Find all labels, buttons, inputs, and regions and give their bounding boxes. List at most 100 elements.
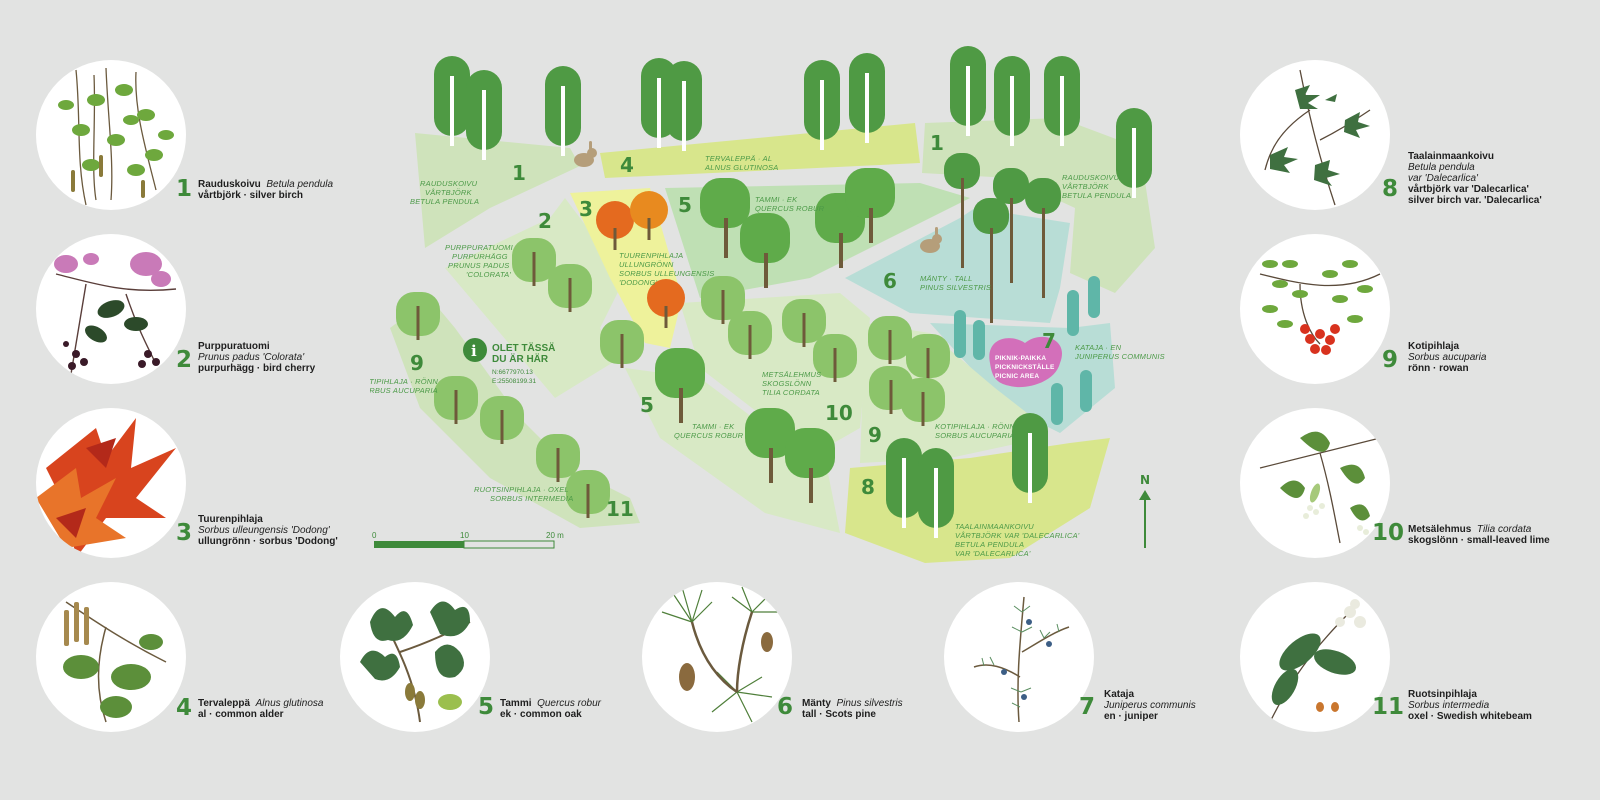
map-label: BETULA PENDULA bbox=[955, 540, 1024, 549]
species-common: skogslönn · small-leaved lime bbox=[1408, 535, 1550, 546]
scale-label: 0 bbox=[372, 531, 377, 540]
species-number: 5 bbox=[478, 694, 495, 720]
area-number: 8 bbox=[861, 475, 875, 499]
species-card-9: 9 Kotipihlaja Sorbus aucuparia rönn · ro… bbox=[1240, 234, 1540, 394]
species-text: Taalainmaankoivu Betula pendula var 'Dal… bbox=[1408, 151, 1542, 206]
species-latin: Alnus glutinosa bbox=[255, 698, 324, 709]
area-number: 5 bbox=[640, 393, 654, 417]
map-label: METSÄLEHMUS bbox=[762, 370, 821, 379]
map-label: VÅRTBJÖRK bbox=[1062, 182, 1109, 191]
species-number: 8 bbox=[1382, 176, 1399, 202]
area-4 bbox=[600, 123, 920, 178]
area-2 bbox=[445, 198, 625, 398]
you-are-here-label: DU ÄR HÄR bbox=[492, 352, 549, 365]
species-name: Rauduskoivu bbox=[198, 179, 261, 190]
oak-illustration bbox=[340, 582, 490, 732]
coordinates: N:6677970.13 bbox=[492, 369, 533, 376]
area-number: 5 bbox=[678, 193, 692, 217]
species-number: 11 bbox=[1372, 694, 1405, 720]
sorbus-dodong-trees bbox=[596, 191, 685, 328]
park-map-canvas: PIKNIK-PAIKKA PICKNICKSTÄLLE PICNIC AREA bbox=[370, 46, 1165, 563]
species-card-7: 7 Kataja Juniperus communis en · juniper bbox=[944, 582, 1244, 742]
species-card-11: 11 Ruotsinpihlaja Sorbus intermedia oxel… bbox=[1240, 582, 1540, 742]
juniper-illustration bbox=[944, 582, 1094, 732]
map-label: ALNUS GLUTINOSA bbox=[704, 163, 778, 172]
area-number: 3 bbox=[579, 197, 593, 221]
map-label: TAMMI · EK bbox=[755, 195, 798, 204]
species-common: al · common alder bbox=[198, 709, 284, 720]
area-number: 7 bbox=[1042, 329, 1056, 353]
map-label: RUOTSINPIHLAJA · OXEL bbox=[474, 485, 569, 494]
coordinates: E:25508199.31 bbox=[492, 378, 536, 385]
north-label: N bbox=[1140, 473, 1150, 487]
area-number: 11 bbox=[606, 497, 634, 521]
alder-illustration bbox=[36, 582, 186, 732]
map-label: QUERCUS ROBUR bbox=[674, 431, 744, 440]
species-latin: Pinus silvestris bbox=[836, 698, 903, 709]
species-text: Purppuratuomi Prunus padus 'Colorata' pu… bbox=[198, 341, 315, 374]
area-number: 10 bbox=[825, 401, 853, 425]
species-number: 10 bbox=[1372, 520, 1405, 546]
species-latin: Betula pendula bbox=[1408, 162, 1475, 173]
area-labels: RAUDUSKOIVU VÅRTBJÖRK BETULA PENDULA TER… bbox=[370, 154, 1165, 558]
species-latin: Tilia cordata bbox=[1476, 524, 1532, 535]
juniper-trees bbox=[954, 276, 1100, 425]
picnic-label: PICNIC AREA bbox=[995, 373, 1039, 380]
species-number: 1 bbox=[176, 176, 193, 202]
scale-bar: 0 10 20 m bbox=[372, 531, 564, 549]
species-common-english: silver birch var. 'Dalecarlica' bbox=[1408, 195, 1542, 206]
bird-cherry-illustration bbox=[36, 234, 186, 384]
map-label: VAR 'DALECARLICA' bbox=[955, 549, 1031, 558]
area-number: 6 bbox=[883, 269, 897, 293]
rowan-illustration bbox=[1240, 234, 1390, 384]
map-label: ULLUNGRÖNN bbox=[619, 260, 674, 269]
area-number: 9 bbox=[868, 423, 882, 447]
lime-tree-illustration bbox=[1240, 408, 1390, 558]
whitebeam-illustration bbox=[1240, 582, 1390, 732]
map-label: BETULA PENDULA bbox=[1062, 191, 1131, 200]
scale-label: 10 bbox=[460, 531, 469, 540]
map-label: BETULA PENDULA bbox=[410, 197, 479, 206]
species-card-2: 2 Purppuratuomi Prunus padus 'Colorata' … bbox=[36, 234, 336, 394]
species-latin-variety: var 'Dalecarlica' bbox=[1408, 173, 1478, 184]
map-label: TUURENPIHLAJA bbox=[619, 251, 683, 260]
species-card-6: 6 Mänty Pinus silvestris tall · Scots pi… bbox=[642, 582, 942, 742]
species-latin: Prunus padus 'Colorata' bbox=[198, 352, 305, 363]
area-numbers: 1 2 3 4 5 5 6 7 8 9 9 10 11 1 bbox=[410, 131, 1056, 521]
area-9-right bbox=[860, 323, 1040, 463]
area-1-right bbox=[922, 118, 1155, 293]
map-label: 'COLORATA' bbox=[466, 270, 511, 279]
species-name: Taalainmaankoivu bbox=[1408, 151, 1494, 162]
map-label: MÄNTY · TALL bbox=[920, 274, 973, 283]
map-label: JUNIPERUS COMMUNIS bbox=[1074, 352, 1165, 361]
map-label: VÅRTBJÖRK bbox=[425, 188, 472, 197]
rabbit-icon bbox=[920, 227, 942, 253]
map-label: SORBUS AUCUPARIA bbox=[370, 386, 438, 395]
species-latin: Betula pendula bbox=[266, 179, 334, 190]
area-number: 4 bbox=[620, 153, 634, 177]
map-label: SORBUS INTERMEDIA bbox=[490, 494, 573, 503]
species-name: Kotipihlaja bbox=[1408, 341, 1460, 352]
species-name: Tammi bbox=[500, 698, 532, 709]
picnic-label: PICKNICKSTÄLLE bbox=[995, 363, 1055, 371]
species-number: 3 bbox=[176, 520, 193, 546]
species-name: Tervaleppä bbox=[198, 698, 251, 709]
species-latin: Sorbus ulleungensis 'Dodong' bbox=[198, 525, 330, 536]
map-label: VÅRTBJÖRK VAR 'DALECARLICA' bbox=[955, 531, 1080, 540]
area-number: 1 bbox=[512, 161, 526, 185]
picnic-area bbox=[989, 336, 1062, 388]
species-common: tall · Scots pine bbox=[802, 709, 876, 720]
species-text: Kataja Juniperus communis en · juniper bbox=[1104, 689, 1196, 722]
map-label: PURPPURATUOMI bbox=[445, 243, 513, 252]
info-icon-glyph: i bbox=[471, 342, 477, 360]
species-number: 4 bbox=[176, 695, 193, 721]
area-number: 9 bbox=[410, 351, 424, 375]
picnic-label: PIKNIK-PAIKKA bbox=[995, 355, 1046, 362]
species-card-3: 3 Tuurenpihlaja Sorbus ulleungensis 'Dod… bbox=[36, 408, 338, 568]
birch-branch-illustration bbox=[36, 60, 186, 210]
species-common: ullungrönn · sorbus 'Dodong' bbox=[198, 536, 338, 547]
species-number: 2 bbox=[176, 347, 193, 373]
info-icon bbox=[463, 338, 487, 362]
species-text: Tuurenpihlaja Sorbus ulleungensis 'Dodon… bbox=[198, 514, 338, 547]
species-latin: Juniperus communis bbox=[1104, 700, 1196, 711]
